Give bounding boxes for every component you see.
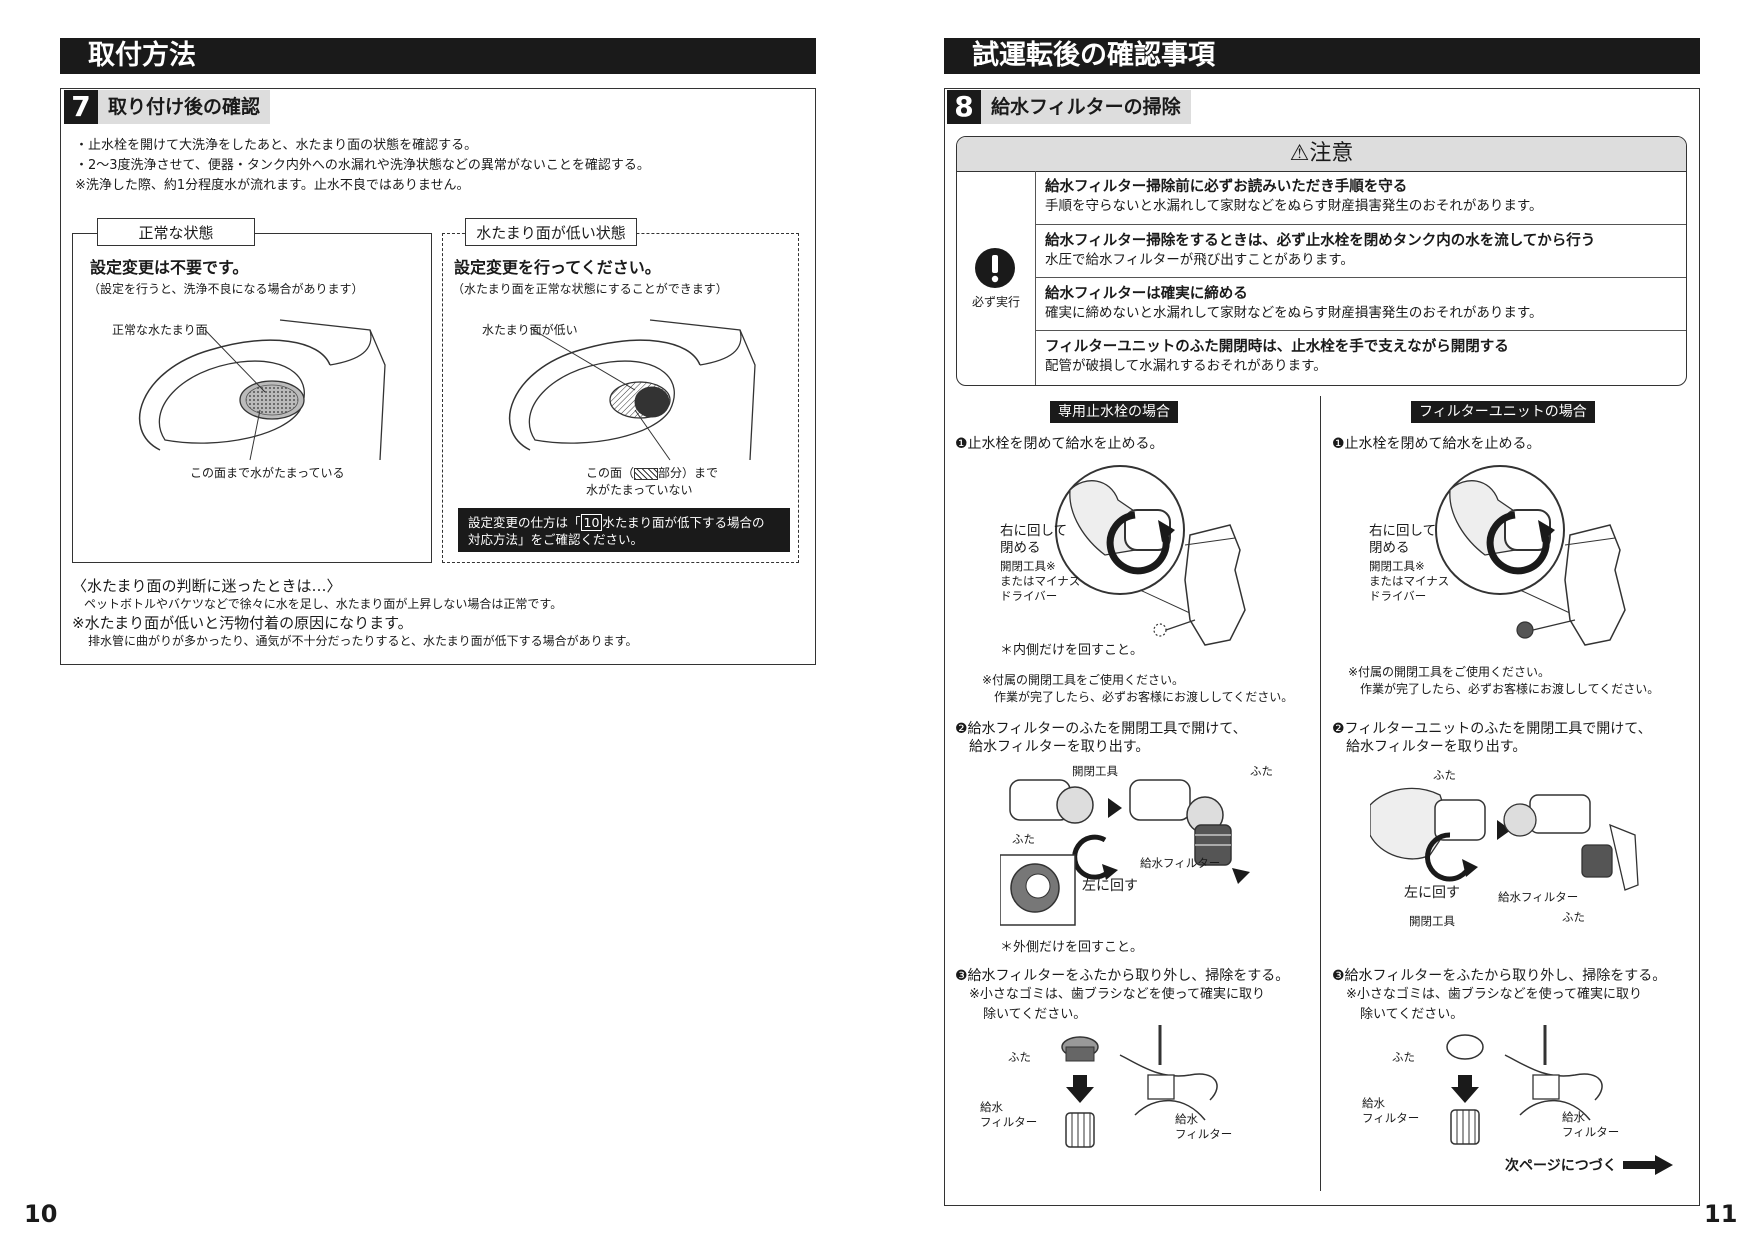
col-b-label-lid: ふた bbox=[1433, 768, 1456, 782]
col-a-step2: ❷給水フィルターのふたを開閉工具で開けて、 給水フィルターを取り出す。 bbox=[955, 721, 1247, 755]
caution-row-2: 給水フィルター掃除をするときは、必ず止水栓を閉めタンク内の水を流してから行う 水… bbox=[1035, 224, 1686, 277]
col-a-step1-note: ※付属の開閉工具をご使用ください。 作業が完了したら、必ずお客様にお渡ししてくだ… bbox=[982, 673, 1294, 704]
step-number: 8 bbox=[947, 90, 981, 124]
col-b-label-turn-left: 左に回す bbox=[1404, 885, 1460, 901]
left-section-header: 取付方法 bbox=[60, 38, 816, 74]
col-b-label-filter: 給水フィルター bbox=[1498, 890, 1579, 904]
low-water-bowl-illustration bbox=[508, 319, 756, 461]
col-a-filter-clean-illustration bbox=[1061, 1025, 1218, 1148]
col-b-step1: ❶止水栓を閉めて給水を止める。 bbox=[1332, 436, 1541, 452]
left-footer-notes: 〈水たまり面の判断に迷ったときは…〉 ペットボトルやバケツなどで徐々に水を足し、… bbox=[72, 577, 638, 648]
step-8-label: 8 給水フィルターの掃除 bbox=[947, 90, 1191, 124]
low-callout-bottom: この面（部分）まで 水がたまっていない bbox=[586, 466, 719, 497]
col-b-label-lid2: ふた bbox=[1562, 910, 1585, 924]
must-do-label: 必ず実行 bbox=[971, 295, 1020, 309]
col-a-filter-open-illustration bbox=[1000, 779, 1250, 926]
col-a-step3: ❸給水フィルターをふたから取り外し、掃除をする。 ※小さなゴミは、歯ブラシなどを… bbox=[955, 968, 1290, 1022]
col-b-clean-label-filter2: 給水 フィルター bbox=[1562, 1110, 1620, 1139]
exclamation-circle-icon bbox=[975, 248, 1015, 288]
col-b-clean-label-filter: 給水 フィルター bbox=[1362, 1096, 1420, 1125]
normal-callout-bottom: この面まで水がたまっている bbox=[190, 466, 345, 480]
low-water-title: 設定変更を行ってください。 bbox=[454, 258, 661, 277]
low-water-state-label: 水たまり面が低い状態 bbox=[465, 218, 637, 246]
caution-header: ⚠注意 bbox=[957, 137, 1686, 172]
step-number: 7 bbox=[64, 90, 98, 124]
col-b-step1-note: ※付属の開閉工具をご使用ください。 作業が完了したら、必ずお客様にお渡ししてくだ… bbox=[1348, 665, 1660, 696]
col-b-step3: ❸給水フィルターをふたから取り外し、掃除をする。 ※小さなゴミは、歯ブラシなどを… bbox=[1332, 968, 1667, 1022]
col-a-tag: 専用止水栓の場合 bbox=[1050, 401, 1178, 423]
col-a-label-turn-right: 右に回して 閉める bbox=[1000, 523, 1068, 556]
normal-callout-top: 正常な水たまり面 bbox=[112, 323, 208, 337]
col-a-valve-illustration bbox=[1055, 465, 1246, 646]
continue-next-page: 次ページにつづく bbox=[1505, 1155, 1673, 1175]
col-a-label-lid2: ふた bbox=[1250, 764, 1273, 778]
step-7-label: 7 取り付け後の確認 bbox=[64, 90, 271, 124]
col-a-label-filter: 給水フィルター bbox=[1140, 856, 1221, 870]
col-a-label-tool2: 開閉工具 bbox=[1072, 764, 1118, 778]
col-b-filter-clean-illustration bbox=[1446, 1025, 1603, 1145]
caution-box: ⚠注意 必ず実行 給水フィルター掃除前に必ずお読みいただき手順を守る 手順を守ら… bbox=[956, 136, 1687, 386]
caution-row-3: 給水フィルターは確実に締める 確実に締めないと水漏れして家財などをぬらす財産損害… bbox=[1035, 277, 1686, 330]
right-page-number: 11 bbox=[1704, 1200, 1738, 1228]
col-b-step2: ❷フィルターユニットのふたを開閉工具で開けて、 給水フィルターを取り出す。 bbox=[1332, 721, 1652, 755]
col-a-label-tool: 開閉工具※ またはマイナス ドライバー bbox=[1000, 559, 1081, 603]
step-title: 給水フィルターの掃除 bbox=[981, 90, 1191, 124]
must-do-cell: 必ず実行 bbox=[957, 171, 1036, 385]
low-water-note: （水たまり面を正常な状態にすることができます） bbox=[452, 282, 728, 296]
caution-row-1: 給水フィルター掃除前に必ずお読みいただき手順を守る 手順を守らないと水漏れして家… bbox=[1045, 179, 1543, 214]
right-section-header: 試運転後の確認事項 bbox=[944, 38, 1700, 74]
col-a-clean-label-filter: 給水 フィルター bbox=[980, 1100, 1038, 1129]
col-b-tag: フィルターユニットの場合 bbox=[1411, 401, 1595, 423]
right-step-panel bbox=[944, 88, 1700, 1206]
col-b-label-tool2: 開閉工具 bbox=[1409, 914, 1455, 928]
col-b-clean-label-lid: ふた bbox=[1392, 1050, 1415, 1064]
col-b-label-turn-right: 右に回して 閉める bbox=[1369, 523, 1437, 556]
col-a-label-turn-left: 左に回す bbox=[1082, 878, 1138, 894]
warning-triangle-icon: ⚠ bbox=[1289, 141, 1310, 166]
left-step-panel bbox=[60, 88, 816, 665]
normal-state-note: （設定を行うと、洗浄不良になる場合があります） bbox=[88, 282, 364, 296]
col-a-clean-label-lid: ふた bbox=[1008, 1050, 1031, 1064]
col-b-label-tool: 開閉工具※ またはマイナス ドライバー bbox=[1369, 559, 1450, 603]
left-page-number: 10 bbox=[24, 1200, 58, 1228]
col-a-outer-note: ＊外側だけを回すこと。 bbox=[1000, 940, 1144, 955]
col-a-step1: ❶止水栓を閉めて給水を止める。 bbox=[955, 436, 1164, 452]
caution-row-4: フィルターユニットのふた開閉時は、止水栓を手で支えながら開閉する 配管が破損して… bbox=[1035, 330, 1686, 385]
normal-state-title: 設定変更は不要です。 bbox=[90, 258, 249, 277]
col-b-valve-illustration bbox=[1435, 465, 1626, 646]
hatch-swatch bbox=[634, 467, 659, 480]
column-divider bbox=[1320, 396, 1321, 1191]
arrow-right-icon bbox=[1622, 1155, 1673, 1175]
step-7-intro: ・止水栓を開けて大洗浄をしたあと、水たまり面の状態を確認する。 ・2～3度洗浄さ… bbox=[75, 138, 650, 193]
normal-state-label: 正常な状態 bbox=[97, 218, 255, 246]
col-a-inner-note: ＊内側だけを回すこと。 bbox=[1000, 643, 1144, 658]
step-title: 取り付け後の確認 bbox=[98, 90, 271, 124]
low-callout-top: 水たまり面が低い bbox=[482, 323, 578, 337]
normal-bowl-illustration bbox=[138, 319, 386, 461]
col-a-label-lid: ふた bbox=[1012, 832, 1035, 846]
ref-number-box: 10 bbox=[580, 514, 603, 531]
col-b-filter-open-illustration bbox=[1370, 787, 1639, 891]
col-a-clean-label-filter2: 給水 フィルター bbox=[1175, 1112, 1233, 1141]
